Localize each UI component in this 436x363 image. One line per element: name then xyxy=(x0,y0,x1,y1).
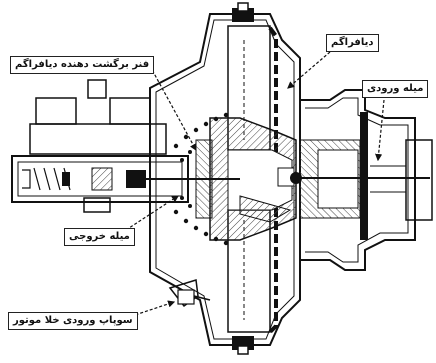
input-rod-label: میله ورودی xyxy=(362,80,429,98)
output-rod-label: میله خروجی xyxy=(64,228,135,246)
vacuum-valve-label: سوپاپ ورودی خلا موتور xyxy=(8,312,138,330)
return-spring xyxy=(173,112,229,246)
diaphragm-label: دیافراگم xyxy=(326,34,379,52)
master-cylinder xyxy=(11,79,240,213)
leader-lines xyxy=(125,51,385,319)
booster-housing xyxy=(149,2,301,355)
power-piston xyxy=(195,117,302,241)
vacuum-check-valve xyxy=(168,279,211,308)
spring-label: فنر برگشت دهنده دیافراگم xyxy=(10,56,155,74)
rear-housing xyxy=(300,89,433,271)
input-rod xyxy=(296,165,430,193)
